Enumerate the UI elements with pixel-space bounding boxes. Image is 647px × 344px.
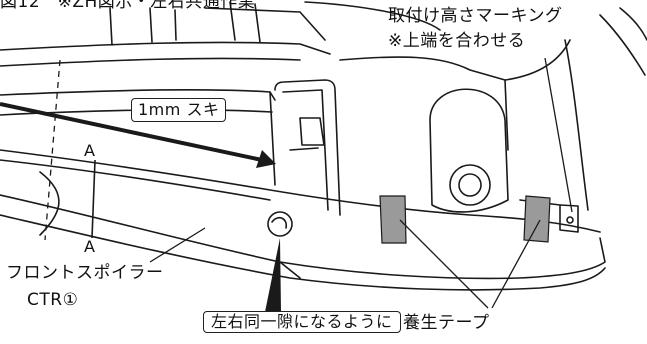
protective-tape-right [523,195,551,243]
equal-gap-label: 左右同一隙になるように [203,311,401,333]
section-line-a [91,159,96,239]
gap-arrow [0,102,263,162]
fog-lamp-housing [339,56,509,151]
section-a-top-label: A [84,141,96,160]
section-a-bottom-label: A [84,237,96,256]
ctr-part-label: CTR① [27,290,79,310]
spoiler-clip [267,211,293,237]
height-marking-note: ※上端を合わせる [388,31,526,51]
figure-title: 図12 ※ZH図示・左右共通作業 [0,0,256,12]
front-spoiler-lip [0,194,606,280]
gap-1mm-label: 1mm スキ [131,98,227,122]
reference-dashed-line [44,59,61,241]
equal-gap-pointer [265,238,281,312]
protective-tape-label: 養生テープ [403,313,490,333]
front-spoiler-label: フロントスポイラー [6,263,164,283]
height-marking-label: 取付け高さマーキング [388,6,563,26]
fog-lamp [449,164,491,206]
bumper-upper-edge [0,41,331,55]
spoiler-top-edge [0,149,601,233]
grille-housing [0,89,276,101]
protective-tape-left [379,195,407,244]
